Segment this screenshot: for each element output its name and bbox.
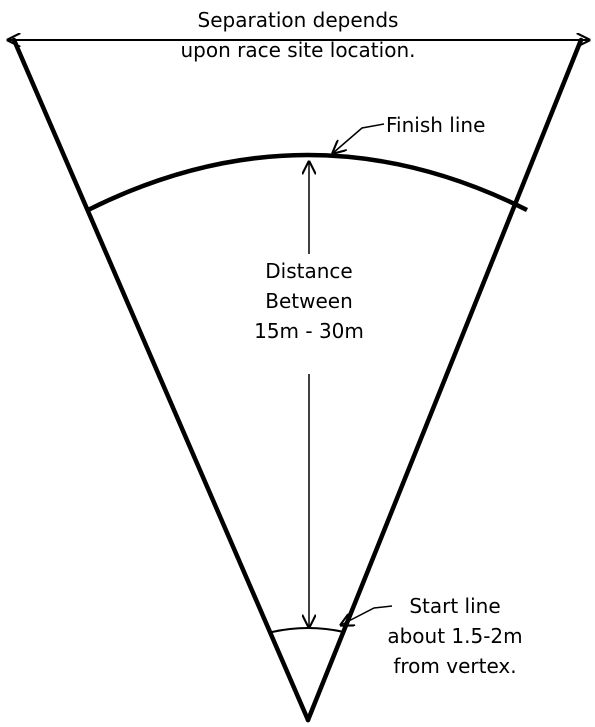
finish-line-label-text: Finish line [386, 113, 486, 137]
start-line-arc [271, 627, 345, 633]
separation-label-line-2: upon race site location. [180, 38, 416, 62]
course-right-edge [305, 37, 584, 723]
distance-label-line-2: Between [265, 289, 353, 313]
finish-line-arc [86, 152, 529, 213]
separation-label: Separation depends upon race site locati… [148, 5, 448, 65]
distance-label-line-1: Distance [265, 259, 353, 283]
start-line-label-line-1: Start line [409, 594, 501, 618]
course-left-edge [11, 37, 311, 723]
finish-line-leader [333, 123, 385, 153]
distance-label: Distance Between 15m - 30m [224, 256, 394, 346]
start-line-label-line-2: about 1.5-2m [387, 624, 523, 648]
start-line-label: Start line about 1.5-2m from vertex. [370, 591, 540, 681]
start-line-label-line-3: from vertex. [393, 654, 517, 678]
start-line-leader [341, 605, 393, 625]
finish-line-label: Finish line [386, 110, 526, 140]
separation-label-line-1: Separation depends [197, 8, 399, 32]
distance-label-line-3: 15m - 30m [254, 319, 364, 343]
